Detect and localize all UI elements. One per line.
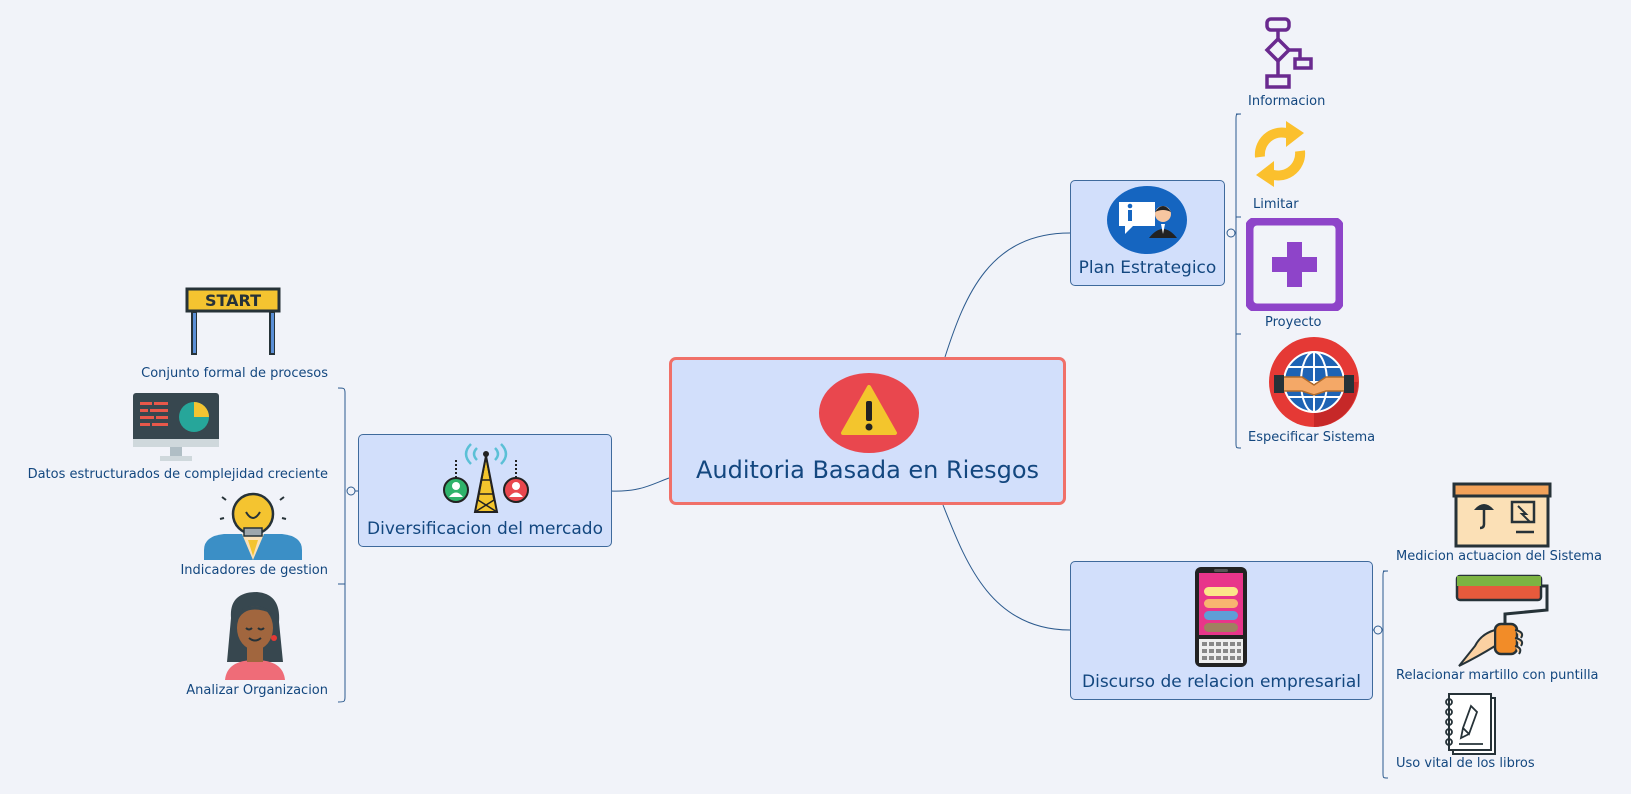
notebook-icon bbox=[1445, 693, 1496, 755]
topic-discurso-label: Discurso de relacion empresarial bbox=[1082, 672, 1361, 692]
collapse-dot-diversificacion bbox=[346, 486, 356, 496]
leaf-indicadores-gestion[interactable]: Indicadores de gestion bbox=[180, 563, 328, 578]
topic-plan-estrategico-label: Plan Estrategico bbox=[1078, 258, 1217, 278]
central-topic[interactable]: Auditoria Basada en Riesgos bbox=[669, 357, 1066, 505]
globe-handshake-icon bbox=[1269, 337, 1359, 427]
topic-discurso[interactable]: Discurso de relacion empresarial bbox=[1070, 561, 1373, 700]
plus-square-icon bbox=[1246, 218, 1343, 311]
leaf-informacion[interactable]: Informacion bbox=[1248, 94, 1326, 109]
refresh-icon bbox=[1254, 121, 1306, 187]
central-topic-label: Auditoria Basada en Riesgos bbox=[695, 456, 1040, 484]
leaf-uso-vital-libros[interactable]: Uso vital de los libros bbox=[1396, 756, 1535, 771]
warning-icon bbox=[819, 373, 919, 453]
start-sign-icon: START bbox=[185, 287, 281, 355]
paint-roller-icon bbox=[1455, 574, 1549, 667]
flowchart-icon bbox=[1264, 17, 1313, 89]
leaf-especificar-sistema[interactable]: Especificar Sistema bbox=[1248, 430, 1376, 445]
bracket-diversificacion bbox=[337, 387, 358, 703]
leaf-datos-estructurados[interactable]: Datos estructurados de complejidad creci… bbox=[27, 467, 328, 482]
smartphone-icon bbox=[1195, 567, 1247, 667]
connector-central-discurso bbox=[942, 504, 1071, 631]
leaf-relacionar-martillo[interactable]: Relacionar martillo con puntilla bbox=[1396, 668, 1599, 683]
leaf-limitar[interactable]: Limitar bbox=[1253, 197, 1299, 212]
leaf-conjunto-formal[interactable]: Conjunto formal de procesos bbox=[141, 366, 328, 381]
connector-central-diversificacion bbox=[610, 477, 670, 492]
package-box-icon bbox=[1452, 482, 1552, 548]
svg-text:START: START bbox=[205, 291, 261, 310]
topic-diversificacion-label: Diversificacion del mercado bbox=[367, 519, 603, 539]
info-person-icon bbox=[1107, 186, 1187, 254]
topic-diversificacion[interactable]: Diversificacion del mercado bbox=[358, 434, 612, 547]
bracket-plan bbox=[1231, 113, 1242, 449]
idea-person-icon bbox=[204, 490, 302, 560]
collapse-dot-discurso bbox=[1373, 625, 1383, 635]
leaf-proyecto[interactable]: Proyecto bbox=[1265, 315, 1322, 330]
collapse-dot-plan bbox=[1226, 228, 1236, 238]
topic-plan-estrategico[interactable]: Plan Estrategico bbox=[1070, 180, 1225, 286]
bracket-discurso bbox=[1373, 570, 1389, 779]
connector-central-plan bbox=[944, 232, 1071, 358]
network-tower-icon bbox=[443, 443, 529, 513]
leaf-analizar-organizacion[interactable]: Analizar Organizacion bbox=[186, 683, 328, 698]
woman-avatar-icon bbox=[225, 592, 285, 680]
leaf-medicion-actuacion[interactable]: Medicion actuacion del Sistema bbox=[1396, 549, 1603, 564]
dashboard-monitor-icon bbox=[133, 393, 219, 461]
